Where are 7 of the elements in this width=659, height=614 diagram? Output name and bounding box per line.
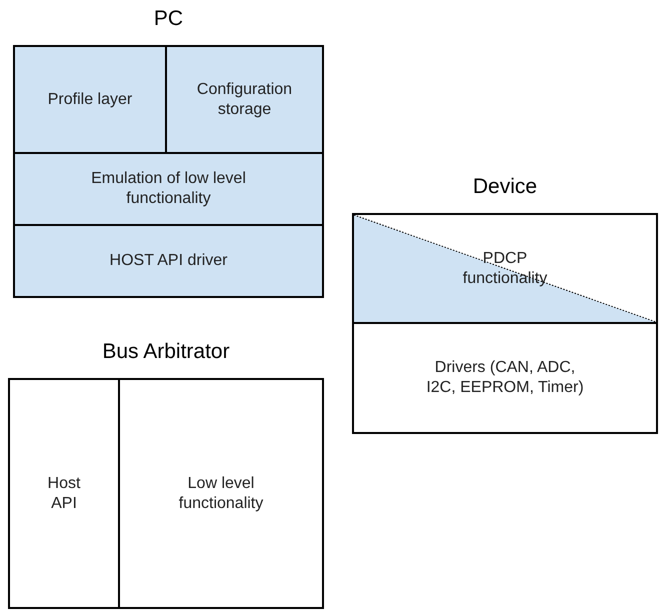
group-title: Bus Arbitrator bbox=[102, 340, 230, 364]
group-title: PC bbox=[154, 7, 184, 31]
layer-box: Emulation of low level functionality bbox=[15, 154, 322, 226]
layer-box: Configuration storage bbox=[167, 47, 322, 154]
group-title: Device bbox=[472, 175, 538, 199]
layer-box: Profile layer bbox=[15, 47, 167, 154]
layer-box: HOST API driver bbox=[15, 226, 322, 296]
